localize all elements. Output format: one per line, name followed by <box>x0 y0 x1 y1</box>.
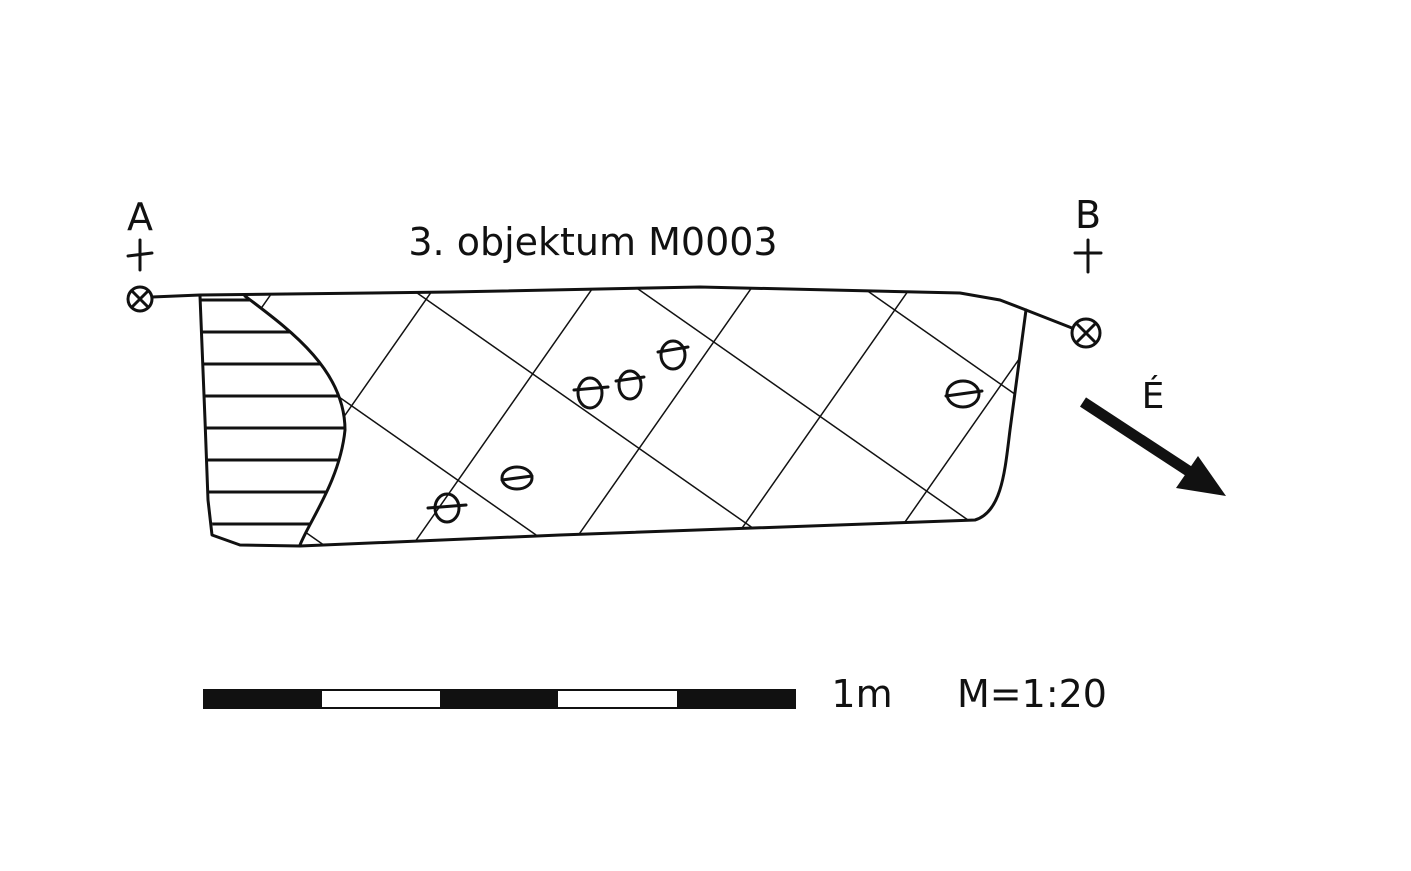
point-a-label: A <box>127 195 153 239</box>
pit-outline <box>198 294 1028 548</box>
crosshatch-layer <box>245 287 1026 545</box>
point-a-marker <box>126 238 154 313</box>
point-b-marker <box>1070 238 1103 349</box>
direction-arrow-icon <box>1079 397 1226 496</box>
drawing-title: 3. objektum M0003 <box>408 220 777 264</box>
scale-length-label: 1m <box>831 672 892 716</box>
find-markers <box>426 339 984 524</box>
scale-bar <box>203 689 796 709</box>
layer-boundary <box>243 294 347 547</box>
point-b-label: B <box>1075 193 1101 237</box>
direction-label: É <box>1142 375 1165 417</box>
scale-ratio-label: M=1:20 <box>957 672 1107 716</box>
